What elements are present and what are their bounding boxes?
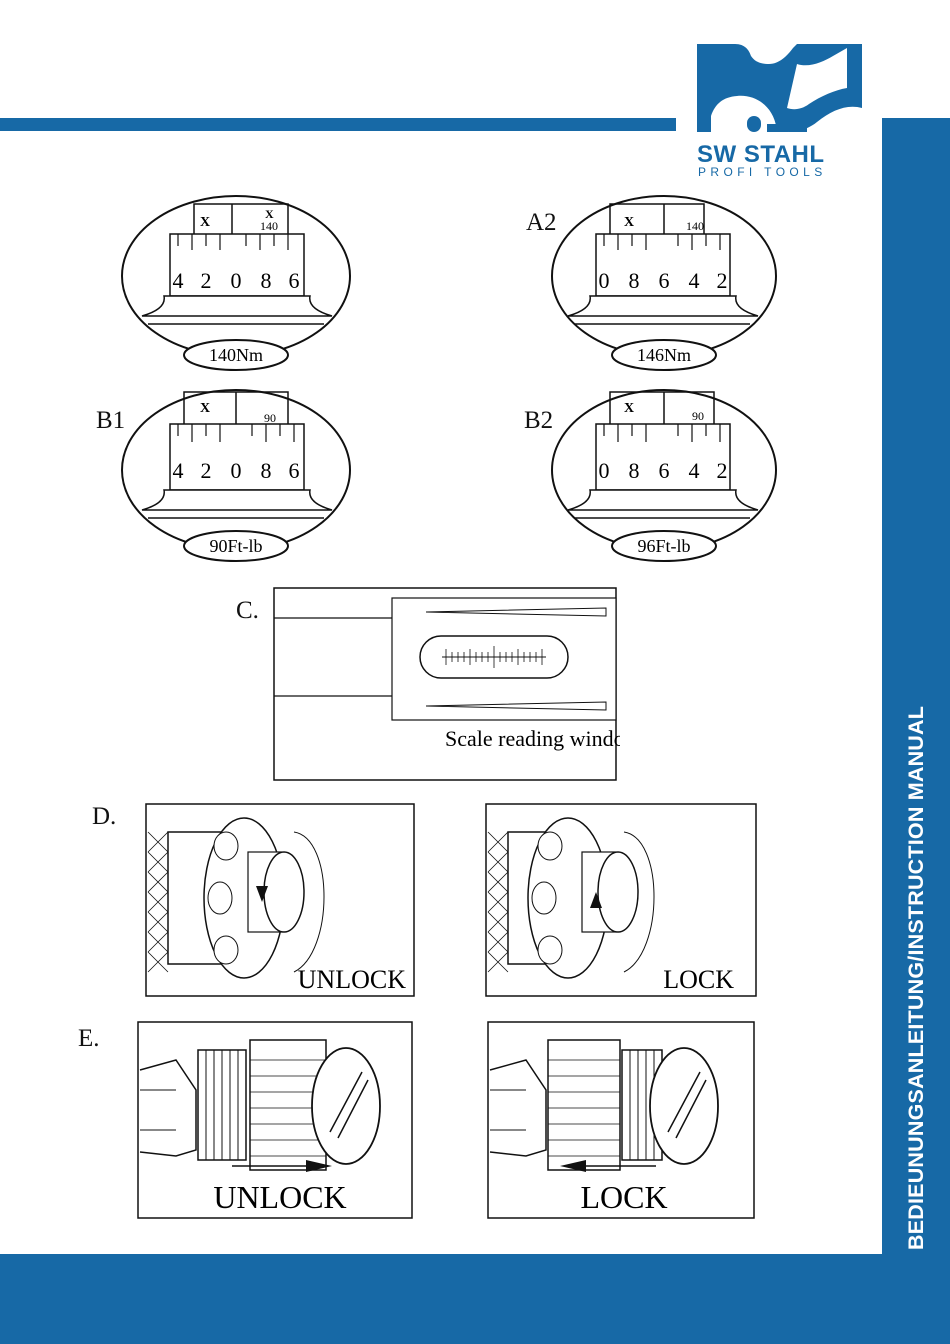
label-e: E.: [78, 1026, 100, 1051]
a2-caption: 146Nm: [637, 345, 691, 365]
a2-tick-2: 6: [659, 268, 670, 293]
b1-tick-1: 2: [201, 458, 212, 483]
a1-mark-x: X: [200, 215, 210, 230]
label-d: D.: [92, 804, 116, 829]
a1-mark-value: 140: [260, 219, 278, 233]
label-c: C.: [236, 598, 259, 623]
e-unlock-label: UNLOCK: [213, 1179, 346, 1215]
a1-tick-4: 6: [289, 268, 300, 293]
b2-mark-value: 90: [692, 409, 704, 423]
a2-mark-x: X: [624, 215, 634, 230]
figure-b2: X 90 0 8 6 4 2 96Ft-lb: [548, 384, 788, 574]
figure-c: Scale reading windows: [270, 586, 620, 782]
a1-tick-0: 4: [173, 268, 184, 293]
a2-tick-3: 4: [689, 268, 700, 293]
figure-d-lock: LOCK: [484, 802, 758, 998]
b2-tick-2: 6: [659, 458, 670, 483]
figure-a2: X 140 0 8 6 4 2 146Nm: [548, 190, 788, 380]
figure-d-unlock: UNLOCK: [144, 802, 416, 998]
footer-bar: [0, 1254, 950, 1344]
b2-tick-0: 0: [599, 458, 610, 483]
e-lock-label: LOCK: [580, 1179, 667, 1215]
b1-tick-4: 6: [289, 458, 300, 483]
b1-mark-x: X: [200, 401, 210, 416]
a1-caption: 140Nm: [209, 345, 263, 365]
a2-tick-4: 2: [717, 268, 728, 293]
header-bar: [0, 118, 676, 131]
a2-tick-1: 8: [629, 268, 640, 293]
c-caption: Scale reading windows: [445, 726, 620, 751]
figure-e-lock: LOCK: [486, 1020, 756, 1220]
figure-a1: X X 140 4 2 0 8 6 140Nm: [118, 190, 358, 380]
side-title: BEDIEUNUNGSANLEITUNG/INSTRUCTION MANUAL: [888, 710, 944, 1250]
a2-mark-value: 140: [686, 219, 704, 233]
b1-tick-2: 0: [231, 458, 242, 483]
b2-caption: 96Ft-lb: [637, 536, 690, 556]
brand-tagline: PROFI TOOLS: [698, 165, 863, 179]
figure-e-unlock: UNLOCK: [136, 1020, 414, 1220]
b2-mark-x: X: [624, 401, 634, 416]
a1-tick-3: 8: [261, 268, 272, 293]
b1-mark-value: 90: [264, 411, 276, 425]
a2-tick-0: 0: [599, 268, 610, 293]
b1-tick-3: 8: [261, 458, 272, 483]
a1-tick-2: 0: [231, 268, 242, 293]
figure-b1: X 90 4 2 0 8 6 90Ft-lb: [118, 384, 358, 574]
b1-tick-0: 4: [173, 458, 184, 483]
d-unlock-label: UNLOCK: [298, 965, 407, 994]
b2-tick-1: 8: [629, 458, 640, 483]
b1-caption: 90Ft-lb: [209, 536, 262, 556]
brand-name: SW STAHL: [697, 143, 862, 167]
b2-tick-3: 4: [689, 458, 700, 483]
a1-tick-1: 2: [201, 268, 212, 293]
d-lock-label: LOCK: [663, 965, 734, 994]
b2-tick-4: 2: [717, 458, 728, 483]
